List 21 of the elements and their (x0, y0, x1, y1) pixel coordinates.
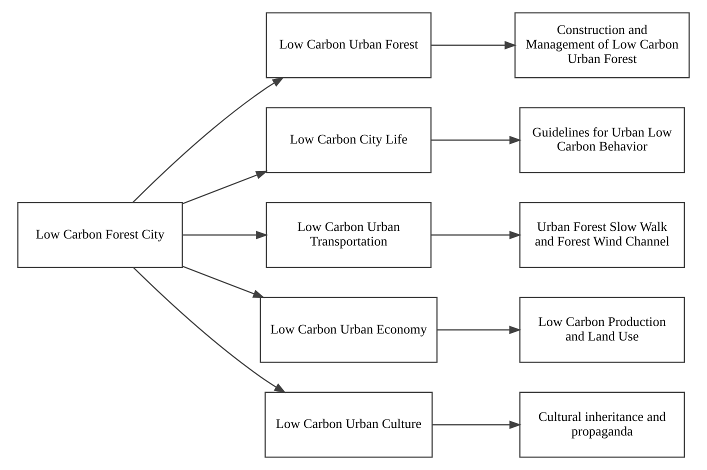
node-box: Low Carbon Urban Transportation (266, 202, 432, 268)
node-box: Low Carbon Urban Economy (260, 296, 438, 363)
node-box: Low Carbon Urban Culture (264, 392, 433, 458)
arrow (182, 266, 266, 298)
node-box: Low Carbon Urban Forest (266, 12, 432, 78)
node-box: Construction and Management of Low Carbon Urban Forest (514, 12, 690, 78)
arrow (182, 170, 268, 204)
arrow (431, 41, 517, 50)
arrow (182, 230, 268, 240)
arrow (431, 230, 522, 240)
node-box: Low Carbon City Life (266, 107, 432, 174)
arrow (132, 76, 284, 203)
arrow (432, 420, 522, 429)
node-box: Low Carbon Production and Land Use (519, 296, 685, 363)
node-box: Urban Forest Slow Walk and Forest Wind Channel (519, 202, 685, 268)
arrow (436, 326, 522, 334)
node-box: Low Carbon Forest City (17, 202, 183, 268)
arrow (133, 267, 286, 394)
node-box: Guidelines for Urban Low Carbon Behavior (519, 107, 685, 174)
arrow (431, 136, 522, 144)
node-box: Cultural inheritance and propaganda (519, 392, 685, 458)
